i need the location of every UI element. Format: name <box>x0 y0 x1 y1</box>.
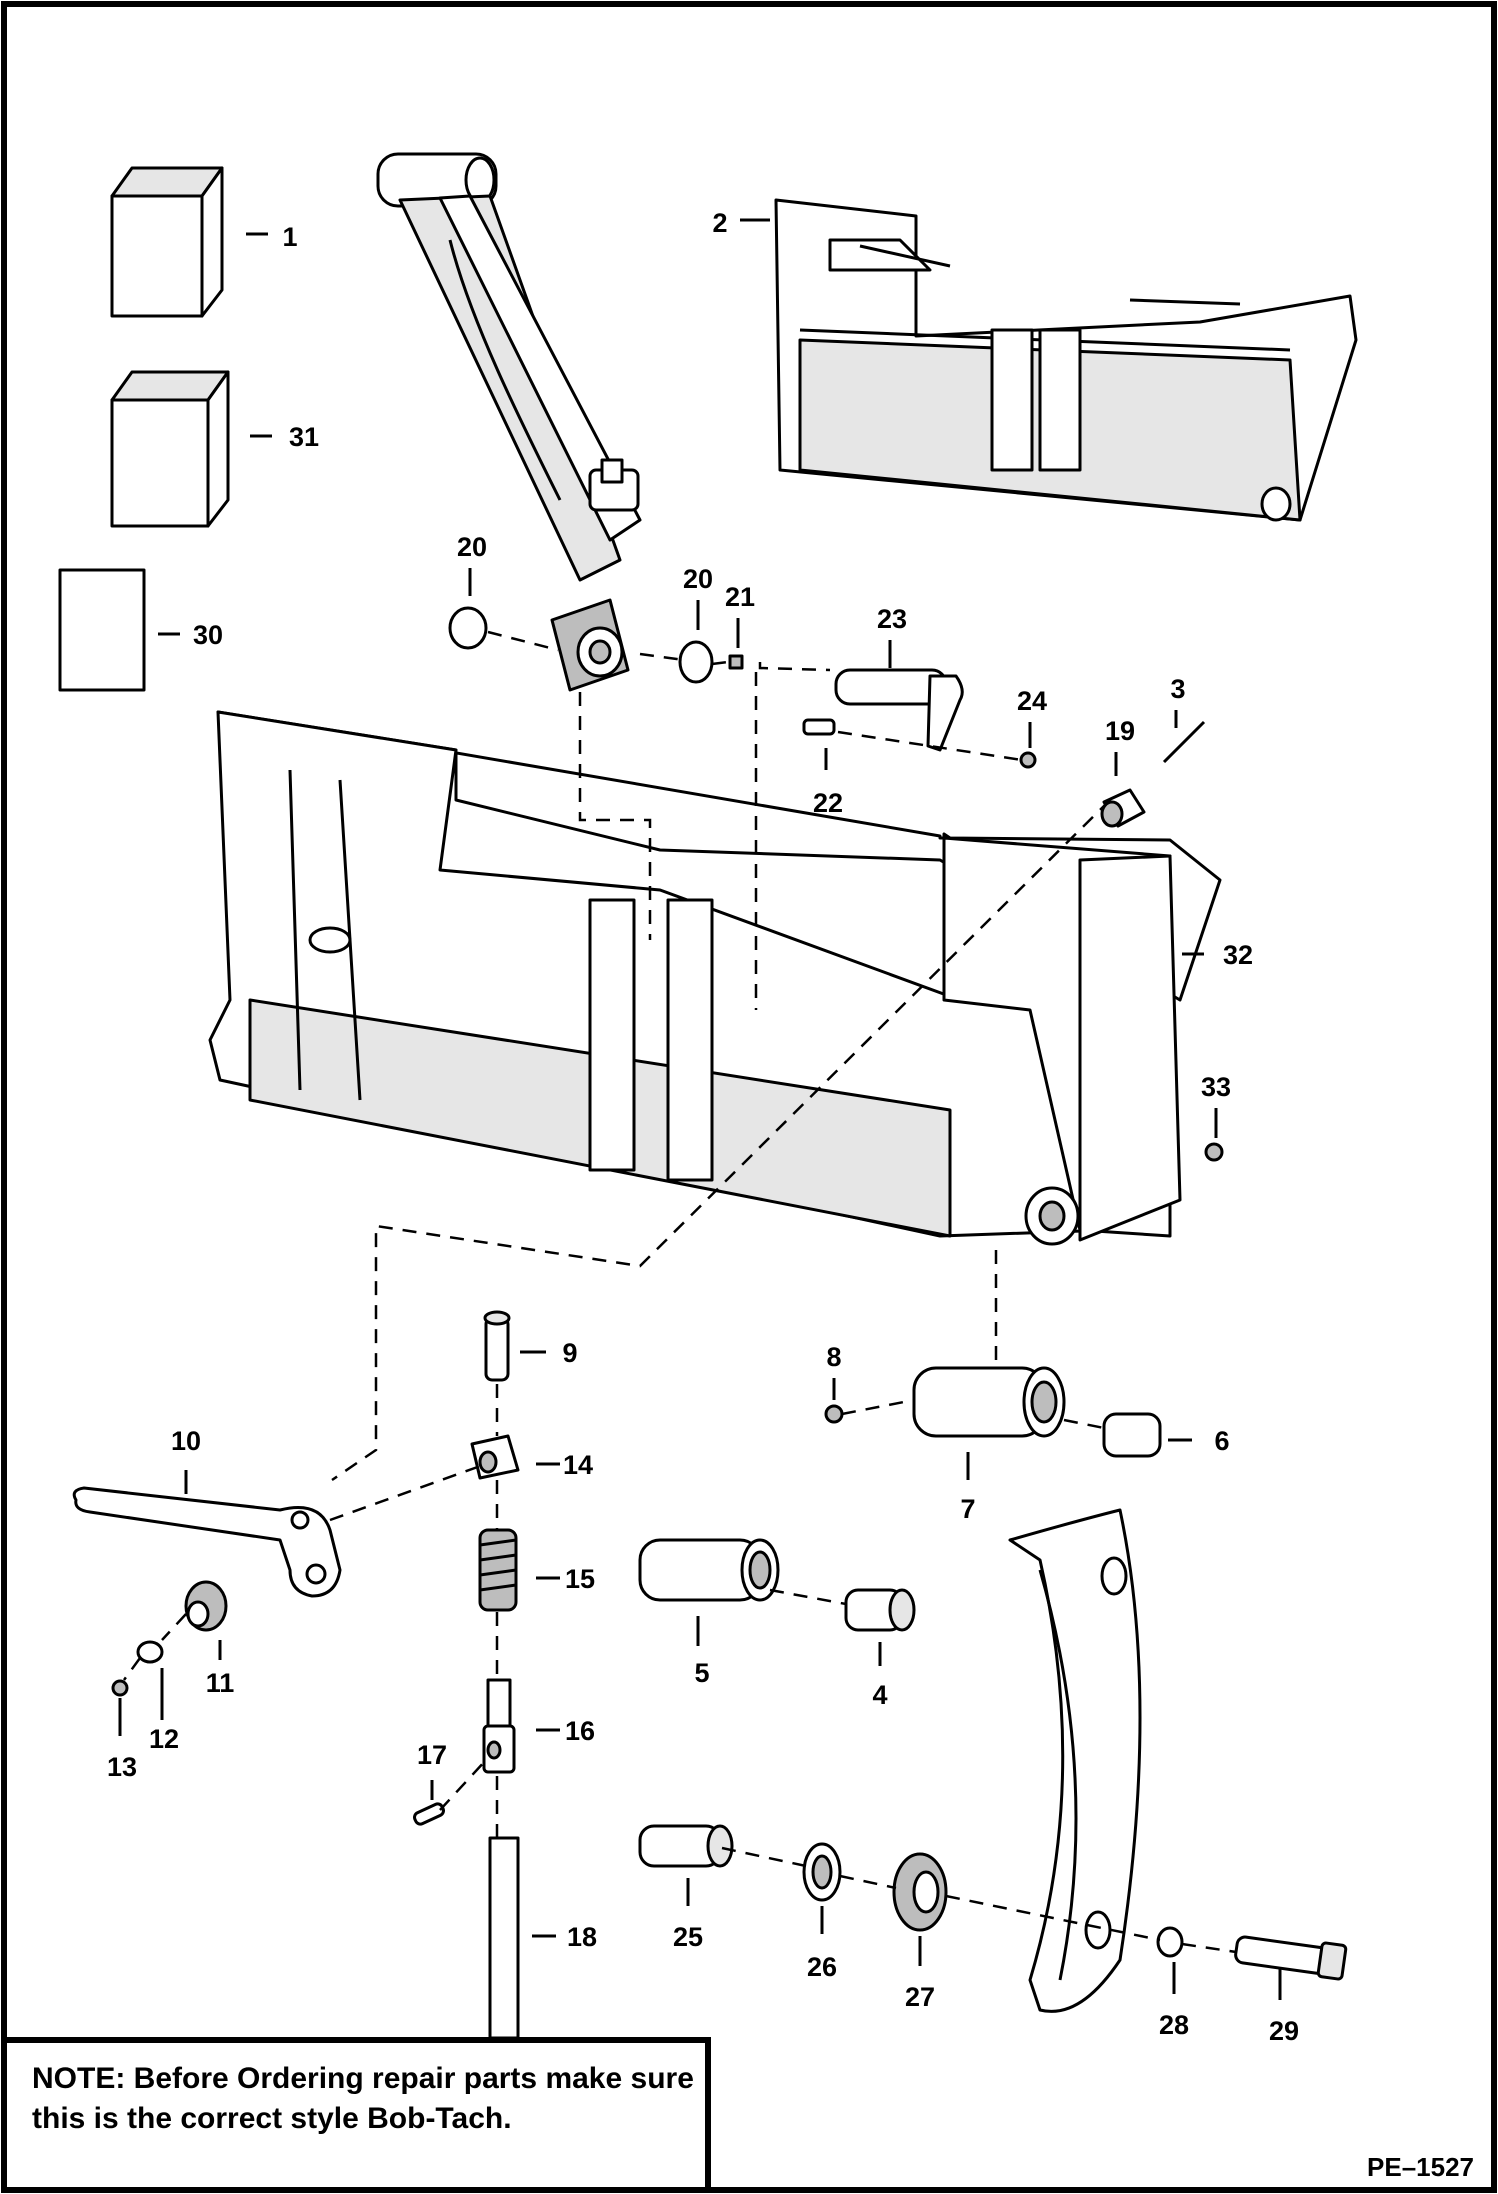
callout-14: 14 <box>563 1450 593 1480</box>
kit-box-1 <box>110 166 224 318</box>
plunger-16 <box>482 1678 516 1774</box>
callout-11: 11 <box>206 1668 235 1698</box>
callout-7: 7 <box>960 1494 975 1524</box>
kit-box-31 <box>110 370 230 528</box>
nut-24 <box>1019 751 1037 769</box>
bearing-27 <box>892 1852 948 1932</box>
drawing-code: PE–1527 <box>1367 2152 1474 2182</box>
spring-15 <box>478 1528 518 1612</box>
callout-32: 32 <box>1223 940 1253 970</box>
bolt-22 <box>802 718 836 736</box>
seal-26 <box>802 1842 842 1902</box>
callout-1: 1 <box>282 222 297 252</box>
callout-labels: 1 2 3 4 5 6 7 8 9 10 11 12 13 14 15 16 1… <box>107 208 1299 2046</box>
callout-31: 31 <box>289 422 319 452</box>
callout-27: 27 <box>905 1982 935 2012</box>
callout-28: 28 <box>1159 2010 1189 2040</box>
callout-10: 10 <box>171 1426 201 1456</box>
callout-3: 3 <box>1170 674 1185 704</box>
callout-18: 18 <box>567 1922 597 1952</box>
callout-6: 6 <box>1214 1426 1229 1456</box>
callout-23: 23 <box>877 604 907 634</box>
seal-20-left <box>448 606 488 650</box>
fitting-8 <box>824 1404 844 1424</box>
bushing-4 <box>844 1588 916 1632</box>
callout-4: 4 <box>872 1680 887 1710</box>
fitting-33 <box>1204 1142 1224 1162</box>
callout-8: 8 <box>826 1342 841 1372</box>
callout-15: 15 <box>565 1564 595 1594</box>
lever-10 <box>72 1486 342 1598</box>
callout-9: 9 <box>562 1338 577 1368</box>
tilt-cylinder <box>376 152 642 692</box>
callout-13: 13 <box>107 1752 137 1782</box>
callout-2: 2 <box>712 208 727 238</box>
washer-28 <box>1156 1926 1184 1958</box>
callout-25: 25 <box>673 1922 703 1952</box>
assembly-lines <box>122 630 1237 1954</box>
roll-pin-17 <box>413 1802 445 1826</box>
sleeve-5 <box>638 1538 780 1602</box>
sleeve-7 <box>912 1366 1066 1438</box>
callout-5: 5 <box>694 1658 709 1688</box>
pin-23 <box>834 668 964 752</box>
callout-21: 21 <box>725 582 755 612</box>
bob-tach-frame-32 <box>208 710 1222 1246</box>
pivot-pin-25 <box>638 1824 734 1868</box>
leader-lines <box>118 218 1282 2000</box>
ordering-note: NOTE: Before Ordering repair parts make … <box>1 2037 711 2193</box>
callout-33: 33 <box>1201 1072 1231 1102</box>
note-line-2: this is the correct style Bob-Tach. <box>32 2102 512 2135</box>
callout-20-right: 20 <box>683 564 713 594</box>
bolt-3 <box>1162 720 1206 764</box>
fitting-21 <box>728 654 744 670</box>
callout-30: 30 <box>193 620 223 650</box>
bushing-6 <box>1102 1412 1162 1458</box>
bushing-19 <box>1100 788 1146 828</box>
callout-20-left: 20 <box>457 532 487 562</box>
callout-29: 29 <box>1269 2016 1299 2046</box>
callout-16: 16 <box>565 1716 595 1746</box>
manual-sheet-30 <box>58 568 146 692</box>
callout-19: 19 <box>1105 716 1135 746</box>
bolt-29 <box>1234 1935 1348 1981</box>
block-14 <box>470 1434 520 1480</box>
callout-24: 24 <box>1017 686 1047 716</box>
seal-20-right <box>678 640 714 684</box>
spring-11 <box>184 1580 228 1632</box>
note-line-1: NOTE: Before Ordering repair parts make … <box>32 2062 694 2095</box>
bob-tach-frame-2 <box>774 198 1358 522</box>
callout-22: 22 <box>813 788 843 818</box>
callout-12: 12 <box>149 1724 179 1754</box>
washer-12 <box>136 1640 164 1664</box>
arm-segment <box>1008 1508 1142 2013</box>
callout-17: 17 <box>417 1740 447 1770</box>
pin-9 <box>483 1310 511 1382</box>
nut-13 <box>111 1679 129 1697</box>
callout-26: 26 <box>807 1952 837 1982</box>
